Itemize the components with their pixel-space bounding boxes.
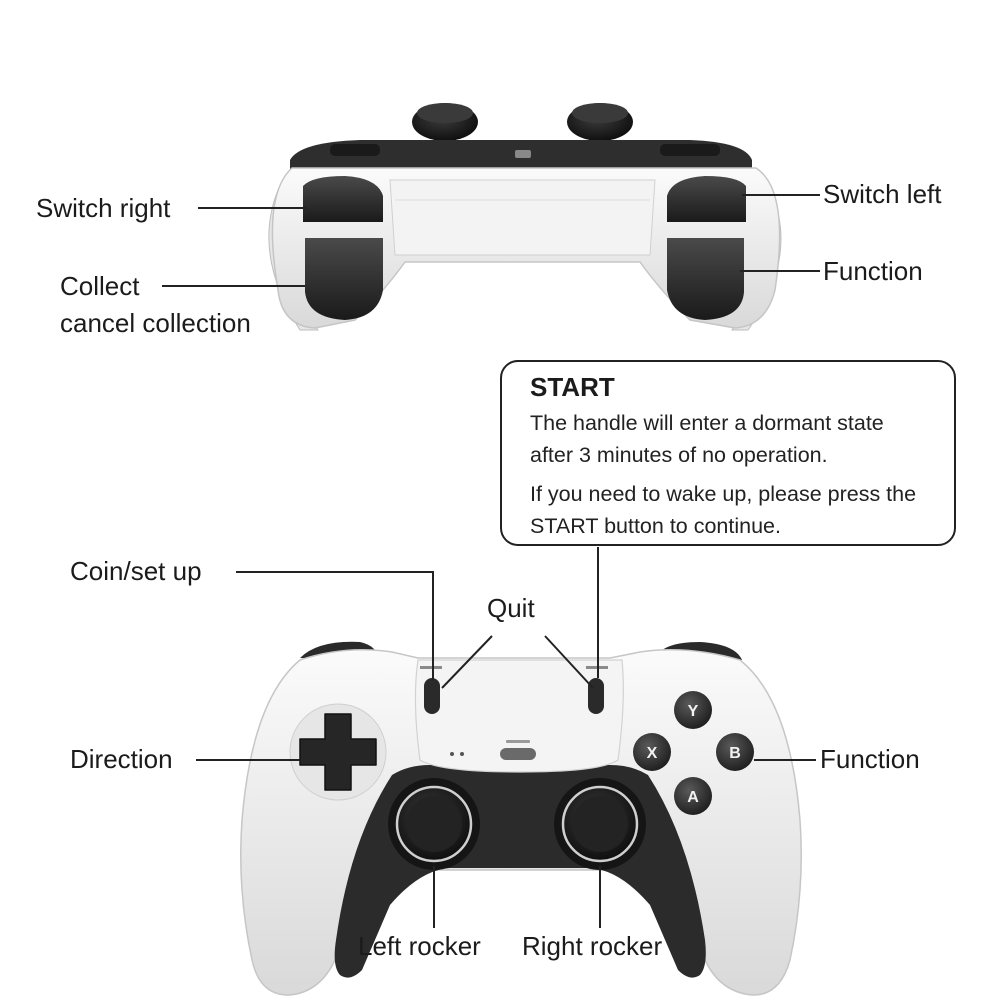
start-note-box: START The handle will enter a dormant st… — [500, 360, 956, 546]
face-buttons — [633, 691, 754, 815]
start-note-paragraph-1: The handle will enter a dormant state af… — [530, 411, 884, 468]
top-view-controller — [268, 103, 782, 331]
start-button[interactable] — [588, 678, 604, 714]
b-button-label: B — [729, 745, 741, 762]
label-function-front: Function — [820, 744, 920, 774]
label-function-top: Function — [823, 256, 923, 286]
label-direction: Direction — [70, 744, 173, 774]
front-view-controller — [240, 641, 802, 996]
a-button[interactable] — [674, 777, 712, 815]
label-quit: Quit — [487, 593, 535, 623]
b-button[interactable] — [716, 733, 754, 771]
label-cancel-collection: cancel collection — [60, 308, 251, 338]
label-switch-left: Switch left — [823, 179, 942, 209]
top-view-leader-lines — [162, 194, 820, 287]
select-button[interactable] — [424, 678, 440, 714]
right-joystick-icon[interactable] — [554, 778, 646, 870]
label-right-rocker: Right rocker — [522, 931, 663, 961]
y-button-label: Y — [688, 703, 699, 720]
label-collect: Collect — [60, 271, 140, 301]
a-button-label: A — [687, 789, 699, 806]
start-note-title: START — [530, 372, 615, 402]
label-left-rocker: Left rocker — [358, 931, 481, 961]
start-note-paragraph-2: If you need to wake up, please press the… — [530, 481, 917, 538]
d-pad-icon[interactable] — [289, 703, 387, 801]
x-button-label: X — [647, 745, 658, 762]
label-coin-set-up: Coin/set up — [70, 556, 202, 586]
left-joystick-icon[interactable] — [388, 778, 480, 870]
front-view-leader-lines — [196, 547, 816, 928]
y-button[interactable] — [674, 691, 712, 729]
face-button-labels: Y X B A — [647, 703, 741, 806]
label-switch-right: Switch right — [36, 193, 171, 223]
x-button[interactable] — [633, 733, 671, 771]
